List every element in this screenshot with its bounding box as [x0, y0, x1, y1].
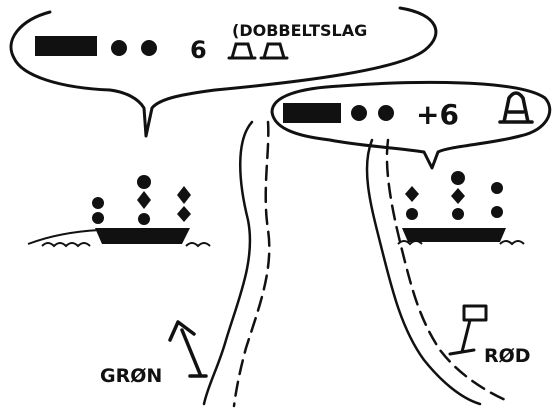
red-side-label: RØD [484, 345, 531, 367]
right-speed-sign: +6 [416, 98, 459, 131]
left-speech-bubble [9, 6, 438, 138]
short-blast-icon [351, 105, 367, 121]
double-strike-note: (DOBBELTSLAG [232, 21, 367, 40]
right-speech-bubble [270, 80, 552, 170]
left-ship [27, 175, 211, 248]
right-ship [397, 171, 525, 246]
short-blast-icon [378, 105, 394, 121]
river-banks [202, 120, 512, 408]
bell-icon [227, 42, 257, 60]
green-mark-arrow-icon [168, 320, 208, 378]
short-blast-icon [111, 40, 127, 56]
left-speed-sign: 6 [190, 36, 207, 64]
bell-icon [259, 42, 289, 60]
long-blast-icon [283, 103, 341, 123]
short-blast-icon [141, 40, 157, 56]
green-side-label: GRØN [100, 365, 162, 387]
red-mark-post-icon [448, 304, 488, 356]
bell-icon [498, 91, 534, 124]
long-blast-icon [35, 36, 97, 56]
